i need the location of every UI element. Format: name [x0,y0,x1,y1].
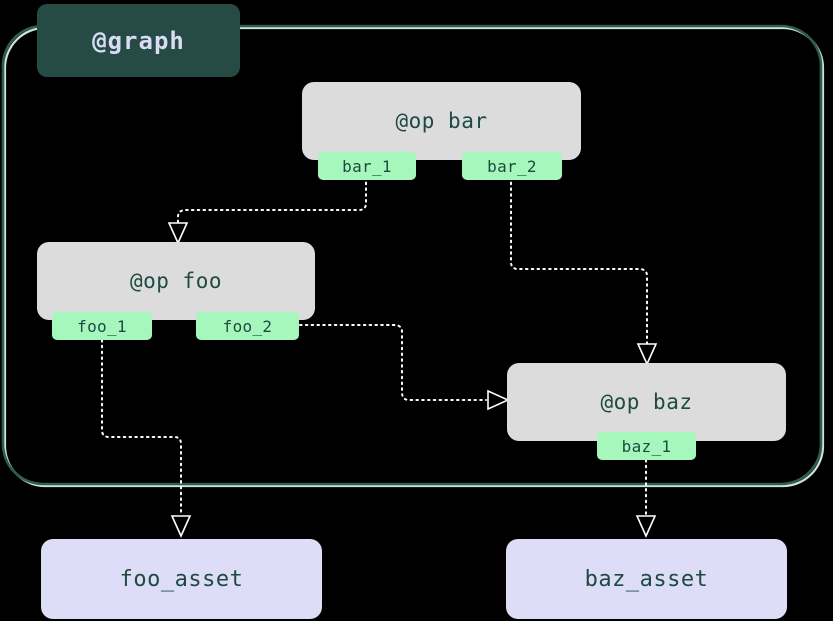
op-node-foo[interactable]: @op foo [37,242,315,320]
port-foo-1[interactable]: foo_1 [52,312,152,340]
edge-baz1-to-bazasset [635,459,657,538]
port-baz-1[interactable]: baz_1 [597,432,696,460]
port-bar-2[interactable]: bar_2 [462,152,562,180]
edge-foo1-to-fooasset [101,339,192,538]
asset-node-foo-asset[interactable]: foo_asset [41,539,322,619]
asset-node-baz-asset[interactable]: baz_asset [506,539,787,619]
graph-label[interactable]: @graph [37,4,240,77]
edge-foo2-to-baz [299,324,510,411]
port-foo-2[interactable]: foo_2 [196,312,299,340]
port-bar-1[interactable]: bar_1 [318,152,416,180]
edge-bar1-to-foo [167,170,367,245]
edge-bar2-to-baz [510,170,658,366]
op-node-baz[interactable]: @op baz [507,363,786,441]
op-node-bar[interactable]: @op bar [302,82,581,160]
